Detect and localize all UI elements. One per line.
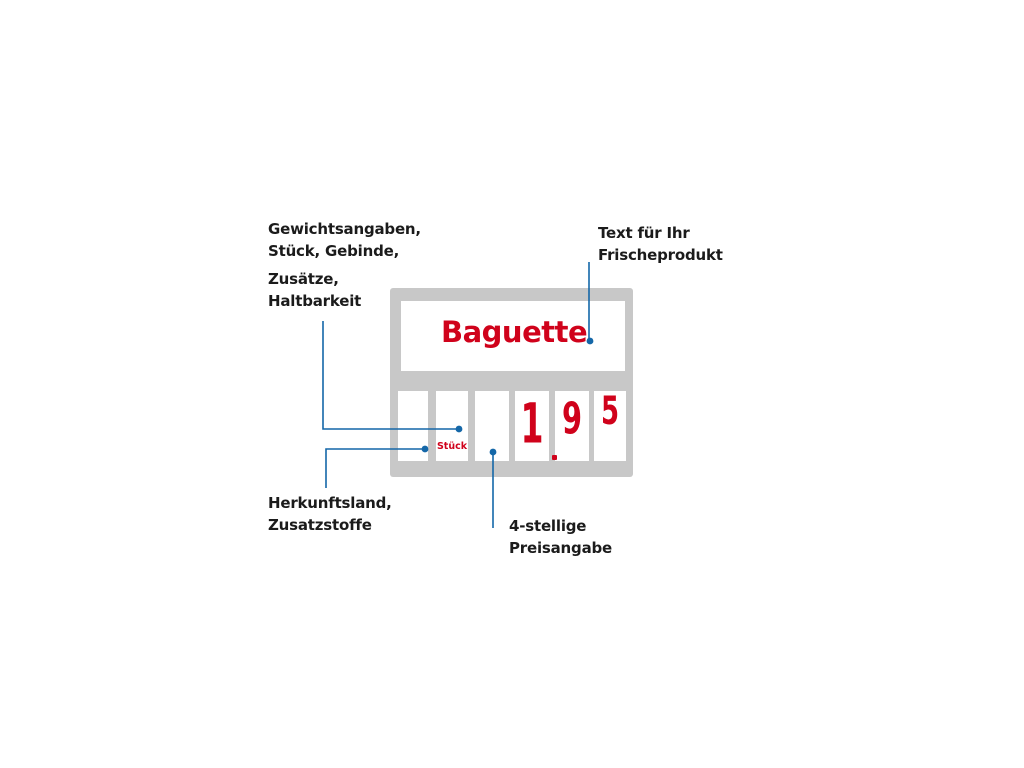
price-digit: 9 xyxy=(561,394,583,445)
info-slot-origin xyxy=(398,391,428,461)
product-name: Baguette xyxy=(441,315,588,349)
price-digit-slot-3: 9 xyxy=(555,391,589,461)
callout-price: 4-stellige Preisangabe xyxy=(509,515,612,559)
product-text-panel: Baguette xyxy=(401,301,625,371)
callout-product-text-line-2: Frischeprodukt xyxy=(598,246,723,264)
price-digit-slot-1 xyxy=(475,391,509,461)
callout-origin-line-1: Herkunftsland, xyxy=(268,494,392,512)
callout-additives: Zusätze, Haltbarkeit xyxy=(268,268,361,312)
info-slot-unit: Stück xyxy=(436,391,468,461)
callout-weight-line-1: Gewichtsangaben, xyxy=(268,220,421,238)
decimal-point xyxy=(552,455,557,460)
callout-weight: Gewichtsangaben, Stück, Gebinde, xyxy=(268,218,421,262)
callout-origin: Herkunftsland, Zusatzstoffe xyxy=(268,492,392,536)
callout-weight-line-3: Zusätze, xyxy=(268,270,339,288)
callout-origin-line-2: Zusatzstoffe xyxy=(268,516,372,534)
callout-product-text: Text für Ihr Frischeprodukt xyxy=(598,222,723,266)
callout-weight-line-4: Haltbarkeit xyxy=(268,292,362,310)
price-digit-slot-2: 1 xyxy=(515,391,549,461)
price-sign: Baguette Stück 1 9 5 xyxy=(390,288,633,477)
price-digit: 1 xyxy=(520,391,544,456)
callout-price-line-1: 4-stellige xyxy=(509,517,587,535)
unit-label: Stück xyxy=(436,441,468,452)
callout-price-line-2: Preisangabe xyxy=(509,539,613,557)
callout-product-text-line-1: Text für Ihr xyxy=(598,224,690,242)
callout-weight-line-2: Stück, Gebinde, xyxy=(268,242,400,260)
price-digit: 5 xyxy=(600,389,620,435)
price-digit-slot-4: 5 xyxy=(594,389,626,461)
